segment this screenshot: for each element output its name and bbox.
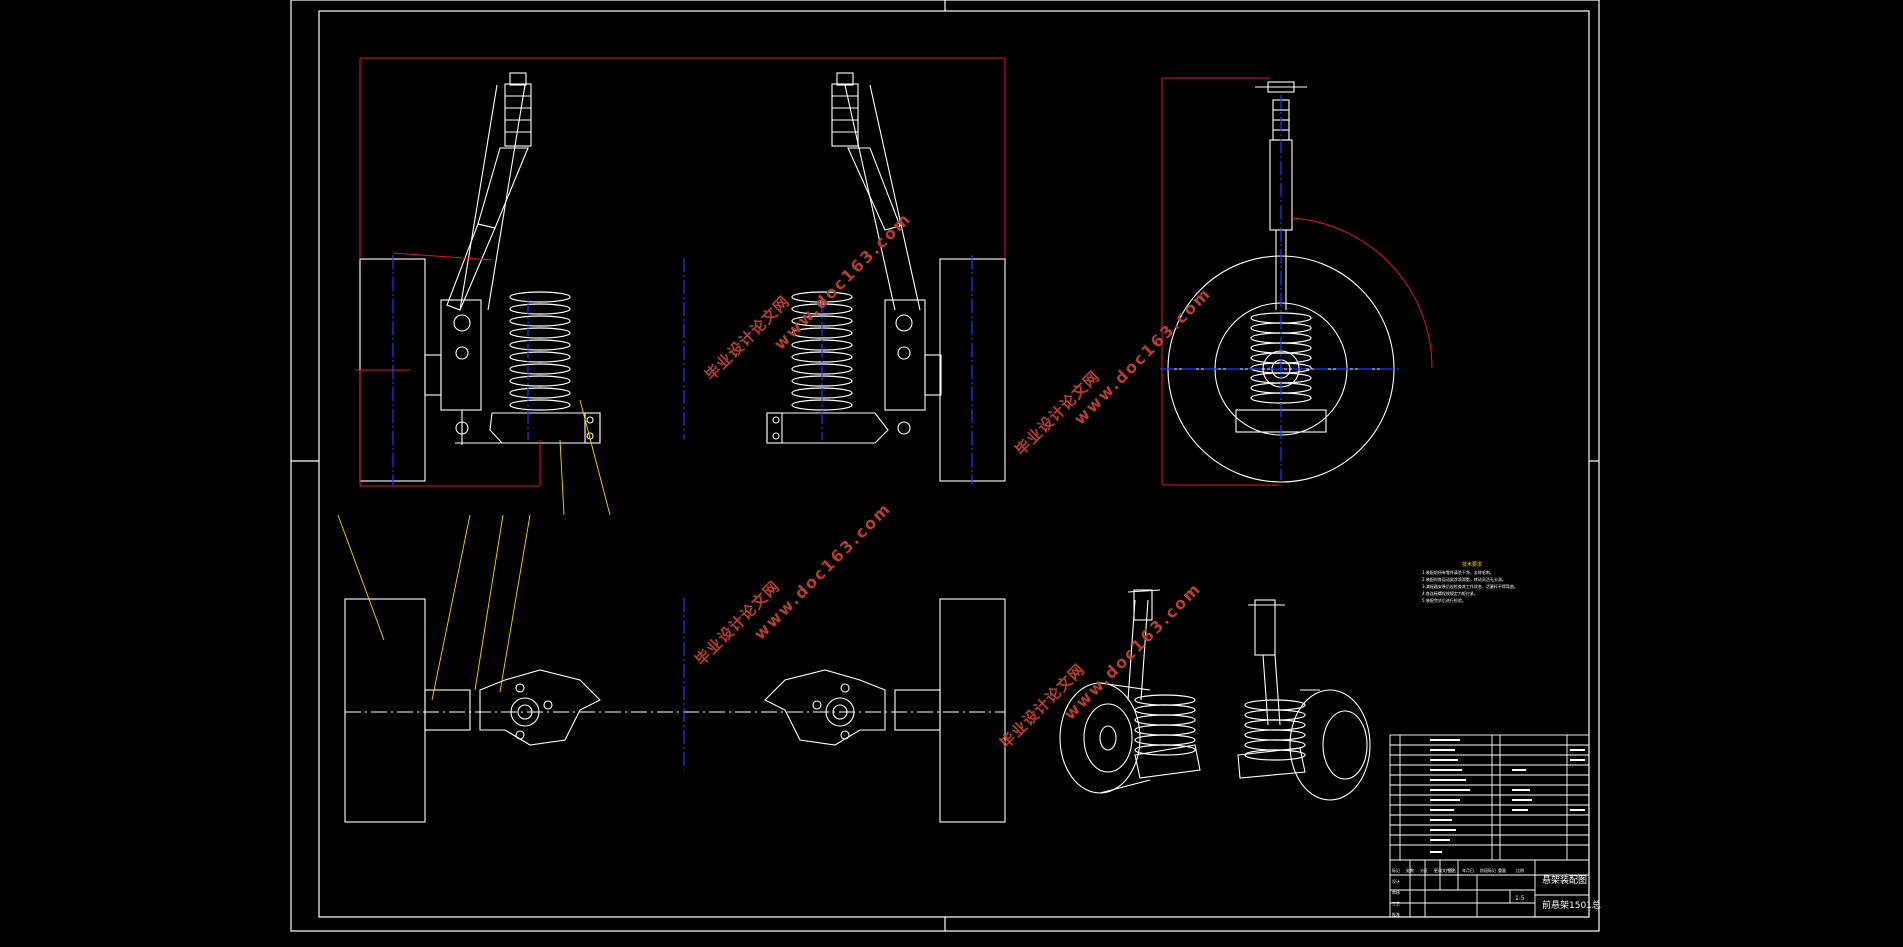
isometric-view-1 xyxy=(1059,589,1201,794)
technical-requirements: 技术要求 1.装配前所有零件清洗干净，去除毛刺。 2.装配时各运动副涂润滑脂，转… xyxy=(1422,562,1582,604)
technical-requirement-item: 2.装配时各运动副涂润滑脂，转动灵活无卡滞。 xyxy=(1422,577,1506,582)
title-block-label: 阶段标记 xyxy=(1480,867,1496,873)
front-view-left-centerlines xyxy=(392,255,529,485)
technical-requirement-item: 3.减振器安装后应检查其工作状态，活塞杆不得弯曲。 xyxy=(1422,584,1518,589)
title-block-label: 更改文件号 xyxy=(1434,867,1454,873)
title-block-label: 分区 xyxy=(1420,867,1428,873)
title-block-label: 比例 xyxy=(1516,867,1524,873)
front-view-left-dims xyxy=(355,57,1006,487)
sheet-border xyxy=(290,0,1600,932)
top-view xyxy=(344,598,1006,823)
front-view-right xyxy=(766,72,1006,482)
title-block-label: 工艺 xyxy=(1392,901,1400,906)
bom-cell-marks xyxy=(1430,739,1585,853)
technical-requirement-item: 4.各连接螺栓按规定力矩拧紧。 xyxy=(1422,591,1478,596)
front-view-left xyxy=(359,72,601,482)
part-leaders xyxy=(337,399,611,701)
front-view-right-centerlines xyxy=(683,255,973,485)
drawing-scale: 1:5 xyxy=(1515,895,1525,902)
technical-requirements-title: 技术要求 xyxy=(1462,562,1483,568)
title-block-label: 重量 xyxy=(1498,867,1506,873)
title-block-label: 年月日 xyxy=(1462,867,1474,873)
side-view-centerlines xyxy=(1160,95,1400,480)
side-view-dims xyxy=(1161,77,1433,486)
isometric-view-2 xyxy=(1237,599,1371,801)
title-block-label: 处数 xyxy=(1406,867,1414,873)
title-block-label: 审核 xyxy=(1392,889,1400,895)
drawing-name: 悬架装配图 xyxy=(1542,874,1587,886)
technical-requirement-item: 5.装配完毕后进行检验。 xyxy=(1422,598,1466,603)
bom-table xyxy=(1389,734,1590,918)
title-block-label: 签名 xyxy=(1448,867,1456,873)
title-block-label: 标记 xyxy=(1392,867,1400,873)
title-block-label: 批准 xyxy=(1392,911,1400,917)
title-block-label: 设计 xyxy=(1392,878,1400,884)
drawing-number: 前悬架1501总 xyxy=(1542,899,1601,911)
technical-requirement-item: 1.装配前所有零件清洗干净，去除毛刺。 xyxy=(1422,570,1494,575)
